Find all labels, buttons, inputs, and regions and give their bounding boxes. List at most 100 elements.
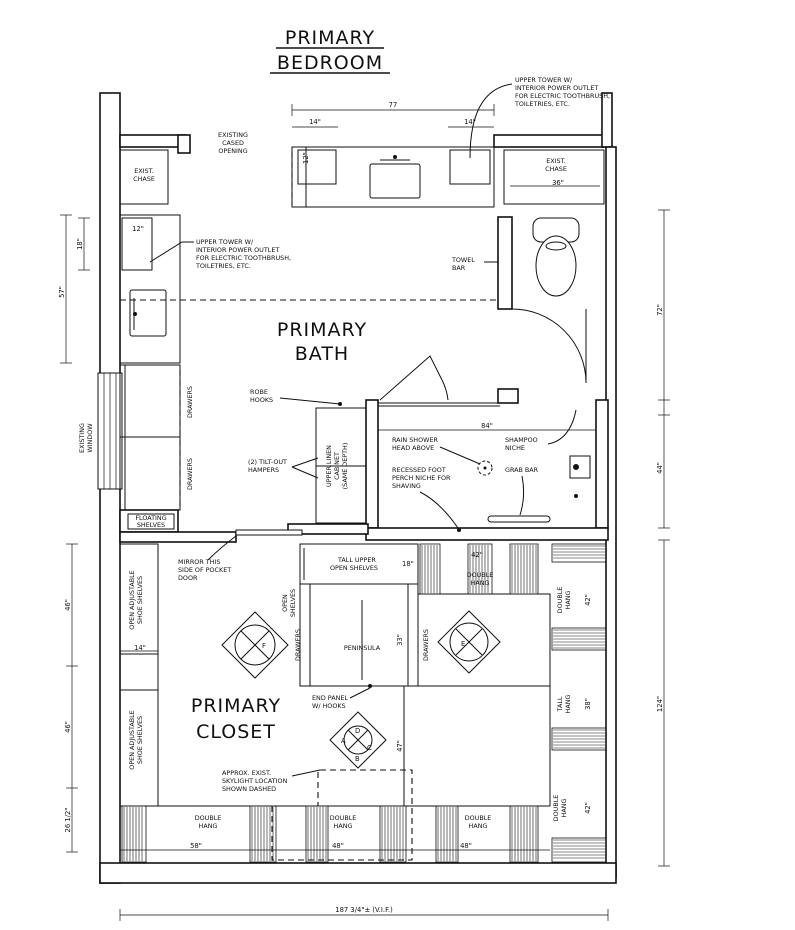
linen-line1: UPPER LINEN [325, 445, 333, 487]
right-hang-3-line1: DOUBLE [552, 795, 560, 822]
shower: 84" [365, 355, 609, 541]
closet-divider [119, 523, 369, 543]
dim-right-124: 124" [656, 696, 664, 712]
hampers-line2: HAMPERS [248, 466, 279, 474]
towel-bar-line2: BAR [452, 264, 466, 272]
tall-upper-shelves: TALL UPPER OPEN SHELVES 18" [299, 543, 419, 585]
cased-opening-note: EXISTING CASED OPENING [218, 131, 248, 155]
skylight-line1: APPROX. EXIST. [222, 769, 271, 777]
shoe-shelves-b-line2: SHOE SHELVES [136, 716, 144, 764]
floating-shelves: FLOATING SHELVES [119, 509, 179, 533]
bath-title-line2: BATH [295, 343, 349, 365]
dim-top-14b: 14" [464, 118, 476, 126]
end-panel-line1: END PANEL [312, 694, 348, 702]
bottom-hang-2-line1: DOUBLE [330, 814, 357, 822]
upper-tower-top-line2: INTERIOR POWER OUTLET [515, 84, 598, 92]
right-hang-1-line1: DOUBLE [556, 587, 564, 614]
chase-left-line2: CHASE [133, 175, 155, 183]
bottom-hang-dims: 58" 48" 48" [120, 842, 550, 851]
drawers-peninsula-b: DRAWERS [422, 629, 430, 661]
right-hang-2-line1: TALL [556, 696, 564, 712]
tag-c-label: C [367, 744, 372, 752]
bedroom-title-line1: PRIMARY [285, 27, 375, 49]
wc-door-swing [511, 308, 587, 384]
chase-right-line2: CHASE [545, 165, 567, 173]
hang-bottom-c [305, 805, 329, 863]
hang-bottom-b [249, 805, 277, 863]
dim-bottom-58: 58" [190, 842, 202, 850]
closet-title-line1: PRIMARY [191, 695, 281, 717]
dim-closet-42a: 42" [471, 551, 483, 559]
shower-notes: RAIN SHOWER HEAD ABOVE SHAMPOO NICHE REC… [392, 409, 577, 529]
hang-bottom-a [121, 805, 147, 863]
existing-window [97, 372, 123, 490]
dim-left-46b: 46" [64, 721, 72, 733]
dim-bottom-48a: 48" [332, 842, 344, 850]
drawers-left-a: DRAWERS [186, 386, 194, 418]
floating-shelves-line2: SHELVES [137, 521, 165, 529]
rain-shower-line2: HEAD ABOVE [392, 444, 434, 452]
foot-perch-line1: RECESSED FOOT [392, 466, 446, 474]
hang-areas [121, 543, 607, 863]
hang-right-a [551, 543, 607, 563]
bottom-hang-labels: DOUBLE HANG DOUBLE HANG DOUBLE HANG [195, 814, 492, 830]
closet-title: PRIMARY CLOSET [191, 695, 281, 743]
hang-bottom-d [379, 805, 407, 863]
drawers-peninsula-a: DRAWERS [294, 629, 302, 661]
mirror-line3: DOOR [178, 574, 198, 582]
linen-line3: (SAME DEPTH) [341, 443, 349, 490]
dim-v-12: 12" [302, 152, 310, 164]
dim-left-12: 12" [132, 225, 144, 233]
foot-perch-line3: SHAVING [392, 482, 421, 490]
tag-e: E [437, 610, 501, 674]
right-hang-3-line2: HANG [560, 799, 568, 818]
dim-shower-84: 84" [481, 422, 493, 430]
open-shelves: OPEN SHELVES [281, 589, 297, 617]
toilet-partition [497, 216, 513, 310]
tag-e-label: E [461, 640, 465, 648]
peninsula: PENINSULA 33" DRAWERS DRAWERS [294, 583, 430, 688]
dim-left-46a: 46" [64, 599, 72, 611]
tag-f-label: F [262, 642, 266, 650]
upper-tower-left-note: UPPER TOWER W/ INTERIOR POWER OUTLET FOR… [149, 238, 291, 270]
hang-bottom-e [435, 805, 459, 863]
bottom-hang-3-line2: HANG [469, 822, 488, 830]
dim-left-18: 18" [76, 238, 84, 250]
hang-bottom-f [509, 805, 539, 863]
grab-bar-label: GRAB BAR [505, 466, 539, 474]
dim-top-77: 77 [389, 101, 398, 109]
dim-left-57: 57" [58, 286, 66, 298]
upper-tower-top-line4: TOILETRIES, ETC. [514, 100, 570, 108]
peninsula-label: PENINSULA [344, 644, 381, 652]
upper-tower-left-line1: UPPER TOWER W/ [196, 238, 254, 246]
overall-dimension: 187 3/4"± (V.I.F.) [119, 906, 609, 921]
end-panel-line2: W/ HOOKS [312, 702, 346, 710]
cased-opening-line3: OPENING [218, 147, 247, 155]
shampoo-line1: SHAMPOO [505, 436, 538, 444]
upper-tower-top-line3: FOR ELECTRIC TOOTHBRUSH, [515, 92, 610, 100]
hang-top-a [419, 543, 441, 595]
hang-right-d [551, 837, 607, 863]
bath-title-line1: PRIMARY [277, 319, 367, 341]
top-dimensions: 77 14" 14" [291, 101, 495, 128]
hang-right-b [551, 627, 607, 651]
upper-double-hang-line1: DOUBLE [467, 571, 494, 579]
chase-right-line1: EXIST. [546, 157, 566, 165]
hampers-note: (2) TILT-OUT HAMPERS [248, 457, 319, 479]
dim-closet-42c: 42" [584, 802, 592, 814]
dim-closet-38: 38" [584, 698, 592, 710]
bedroom-title: PRIMARY BEDROOM [270, 27, 390, 74]
closet-title-line2: CLOSET [196, 721, 276, 743]
right-hang-labels: DOUBLE HANG 42" TALL HANG 38" DOUBLE HAN… [552, 587, 592, 822]
shampoo-line2: NICHE [505, 444, 525, 452]
bedroom-title-line2: BEDROOM [277, 52, 383, 74]
tag-b-label: B [355, 755, 360, 763]
bottom-hang-3-line1: DOUBLE [465, 814, 492, 822]
dim-upper-18: 18" [402, 560, 414, 568]
tag-f: F [221, 611, 289, 679]
robe-hooks-line1: ROBE [250, 388, 268, 396]
left-dimensions-upper: 57" 18" [58, 214, 90, 364]
tag-abcd: A B C D [329, 711, 387, 769]
dim-bottom-48b: 48" [460, 842, 472, 850]
